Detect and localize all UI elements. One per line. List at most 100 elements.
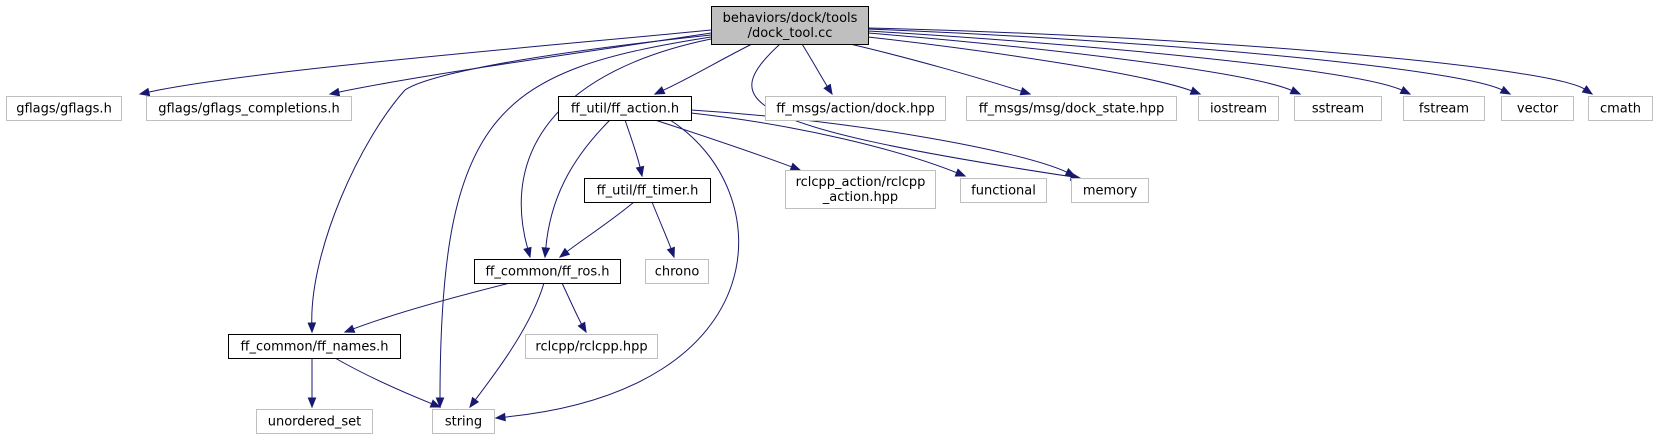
edge-dock_tool-to-vector (867, 28, 1504, 91)
node-box-cmath (1588, 96, 1653, 121)
node-label-unordered_set: unordered_set (268, 415, 361, 430)
edge-ff_names-to-string (334, 357, 433, 405)
node-label-dock_state: ff_msgs/msg/dock_state.hpp (979, 102, 1165, 117)
node-gflags_completions: gflags/gflags_completions.h (146, 96, 352, 121)
node-label-gflags_completions: gflags/gflags_completions.h (158, 102, 339, 117)
node-ff_timer[interactable]: ff_util/ff_timer.h (584, 178, 711, 203)
node-label-functional: functional (971, 184, 1036, 199)
edge-dock_tool-to-ff_ros (520, 38, 712, 250)
arrowhead-dock_tool-to-gflags_completions (328, 87, 341, 97)
node-box-ff_timer (584, 178, 711, 203)
node-box-fstream (1403, 96, 1485, 121)
node-box-dock_tool (711, 6, 869, 45)
node-box-sstream (1294, 96, 1382, 121)
edge-ff_ros-to-rclcpp (561, 282, 583, 326)
edges-layer (138, 27, 1594, 422)
node-box-vector (1501, 96, 1574, 121)
node-box-ff_ros (474, 259, 621, 284)
node-box-iostream (1198, 96, 1279, 121)
arrowhead-dock_tool-to-iostream (1189, 86, 1202, 95)
edge-ff_action-to-rclcpp_action (654, 119, 793, 168)
node-string: string (432, 409, 495, 434)
edge-ff_timer-to-ff_ros (566, 201, 635, 253)
node-box-rclcpp_action (785, 170, 936, 209)
node-box-chrono (645, 259, 709, 284)
node-label-gflags: gflags/gflags.h (16, 102, 112, 117)
node-box-ff_names (228, 334, 401, 359)
edge-dock_tool-to-sstream (867, 32, 1293, 92)
arrowhead-dock_tool-to-gflags (138, 87, 151, 97)
node-label-vector: vector (1517, 102, 1559, 117)
arrowhead-dock_tool-to-ff_action (653, 86, 666, 95)
arrowhead-dock_tool-to-fstream (1399, 86, 1412, 95)
edge-dock_tool-to-string (439, 36, 712, 400)
edge-ff_ros-to-string (474, 282, 545, 401)
node-label-dock_tool-line-0: behaviors/dock/tools (723, 11, 858, 26)
node-unordered_set: unordered_set (256, 409, 373, 434)
node-label-dock_tool-line-1: /dock_tool.cc (748, 26, 833, 41)
arrowhead-dock_tool-to-ff_ros (523, 246, 532, 259)
edge-dock_tool-to-cmath (867, 27, 1586, 90)
arrowhead-dock_tool-to-vector (1499, 85, 1512, 95)
arrowhead-ff_names-to-string (429, 399, 442, 408)
edge-dock_tool-to-dock_state (849, 43, 1023, 93)
node-label-sstream: sstream (1312, 102, 1364, 117)
node-sstream: sstream (1294, 96, 1382, 121)
node-box-string (432, 409, 495, 434)
node-box-memory (1071, 178, 1149, 203)
arrowhead-ff_timer-to-chrono (666, 246, 675, 259)
node-label-ff_ros: ff_common/ff_ros.h (485, 265, 609, 280)
edge-dock_tool-to-iostream (867, 36, 1193, 92)
node-iostream: iostream (1198, 96, 1279, 121)
arrowhead-ff_names-to-unordered_set (307, 397, 317, 409)
node-label-fstream: fstream (1419, 102, 1469, 117)
arrowhead-dock_tool-to-string (435, 397, 445, 409)
arrowhead-ff_action-to-ff_ros (541, 247, 551, 259)
arrowhead-ff_action-to-rclcpp_action (789, 162, 802, 171)
arrowhead-ff_ros-to-string (469, 396, 480, 409)
node-box-ff_action (558, 96, 692, 121)
edge-ff_timer-to-chrono (651, 201, 672, 250)
arrowhead-dock_tool-to-sstream (1289, 86, 1302, 95)
arrowhead-ff_action-to-functional (954, 168, 967, 177)
node-label-rclcpp: rclcpp/rclcpp.hpp (535, 340, 647, 355)
node-cmath: cmath (1588, 96, 1653, 121)
node-label-memory: memory (1083, 184, 1138, 199)
edge-dock_tool-to-gflags (147, 29, 712, 93)
node-box-gflags_completions (146, 96, 352, 121)
arrowhead-dock_tool-to-dock_hpp (823, 83, 833, 96)
node-label-string: string (445, 415, 482, 430)
node-dock_tool[interactable]: behaviors/dock/tools/dock_tool.cc (711, 6, 869, 45)
node-box-rclcpp (525, 334, 658, 359)
edge-ff_action-to-memory (690, 109, 1068, 174)
edge-dock_tool-to-gflags_completions (337, 32, 712, 93)
node-dock_hpp: ff_msgs/action/dock.hpp (765, 96, 946, 121)
node-label-cmath: cmath (1600, 102, 1641, 117)
node-ff_ros[interactable]: ff_common/ff_ros.h (474, 259, 621, 284)
node-chrono: chrono (645, 259, 709, 284)
node-label-ff_action: ff_util/ff_action.h (571, 102, 679, 117)
node-label-dock_hpp: ff_msgs/action/dock.hpp (776, 102, 934, 117)
node-label-chrono: chrono (655, 265, 700, 280)
arrowhead-dock_tool-to-ff_names (307, 322, 317, 334)
node-label-ff_timer: ff_util/ff_timer.h (597, 184, 699, 199)
arrowhead-ff_action-to-memory (1064, 168, 1077, 177)
arrowhead-dock_tool-to-cmath (1581, 85, 1594, 95)
edge-ff_action-to-string (503, 119, 740, 418)
node-fstream: fstream (1403, 96, 1485, 121)
node-ff_action[interactable]: ff_util/ff_action.h (558, 96, 692, 121)
node-gflags: gflags/gflags.h (6, 96, 122, 121)
node-box-dock_state (966, 96, 1177, 121)
node-box-dock_hpp (765, 96, 946, 121)
node-box-functional (960, 178, 1047, 203)
edge-dock_tool-to-fstream (867, 30, 1404, 91)
arrowhead-dock_tool-to-dock_state (1019, 86, 1032, 96)
node-label-rclcpp_action-line-0: rclcpp_action/rclcpp (796, 175, 926, 190)
arrowhead-ff_ros-to-ff_names (343, 324, 356, 333)
arrowhead-ff_action-to-ff_timer (635, 165, 645, 178)
edge-ff_ros-to-ff_names (352, 282, 511, 330)
node-ff_names[interactable]: ff_common/ff_names.h (228, 334, 401, 359)
node-box-gflags (6, 96, 122, 121)
nodes-layer: behaviors/dock/tools/dock_tool.cc gflags/… (6, 6, 1653, 434)
